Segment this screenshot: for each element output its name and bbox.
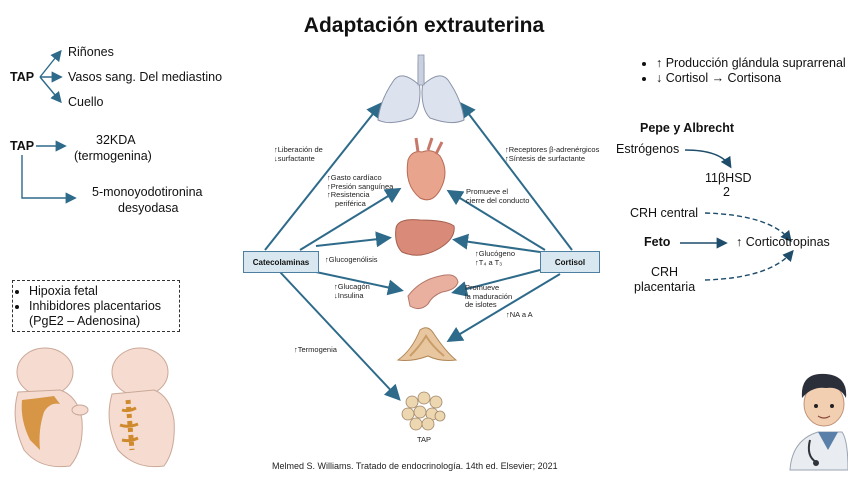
tap-illustration (401, 391, 446, 431)
citation: Melmed S. Williams. Tratado de endocrino… (272, 461, 558, 471)
crh-placentaria-line1: CRH (651, 265, 679, 279)
tap2-termogenina: (termogenina) (74, 149, 152, 163)
fetal-item-pge2: (PgE2 – Adenosina) (29, 314, 141, 328)
hsd-line2: 2 (723, 185, 730, 199)
label-adrenal-right: ↑NA a A (506, 310, 533, 319)
cortisol-box: Cortisol (540, 251, 600, 273)
tap2-kda: 32KDA (96, 133, 136, 147)
page-title: Adaptación extrauterina (303, 14, 545, 37)
lungs-illustration (377, 54, 465, 124)
label-pancreas-right: Promueve la maduración de islotes (465, 283, 513, 309)
pepe-albrecht-heading: Pepe y Albrecht (640, 121, 735, 135)
tap1-arrows (39, 49, 63, 104)
label-heart-right: Promueve el cierre del conducto (466, 187, 530, 205)
tap1-label: TAP (10, 70, 35, 84)
fetal-factors-box: Hipoxia fetal Inhibidores placentarios (… (12, 280, 180, 332)
tap1-target-vasos: Vasos sang. Del mediastino (68, 70, 223, 84)
right-flow-arrows (680, 149, 794, 281)
label-tap: TAP (417, 435, 432, 444)
tap1-target-rinones: Riñones (68, 45, 114, 59)
catecolaminas-box: Catecolaminas (243, 251, 319, 273)
baby-left-illustration (14, 347, 89, 468)
label-liver-left: ↑Glucogenólisis (325, 255, 378, 264)
corticotropinas-label: ↑ Corticotropinas (736, 235, 830, 249)
label-lung-left: ↑Liberación de ↓surfactante (274, 145, 323, 163)
fetal-item-hipoxia: Hipoxia fetal (29, 284, 179, 299)
crh-placentaria-line2: placentaria (634, 280, 696, 294)
tap2-arrows (21, 140, 77, 204)
cortisol-arrows (446, 101, 573, 343)
adrenal-illustration (396, 327, 458, 361)
feto-label: Feto (644, 235, 671, 249)
label-lung-right: ↑Receptores β-adrenérgicos ↑Síntesis de … (505, 145, 600, 163)
right-item-produccion: ↑ Producción glándula suprarrenal (656, 56, 848, 71)
label-termogenia: ↑Termogenia (294, 345, 337, 354)
tap2-enzyme-line1: 5-monoyodotironina (92, 185, 203, 199)
crh-central-label: CRH central (630, 206, 699, 220)
label-pancreas-left: ↑Glucagón ↓Insulina (334, 282, 370, 300)
catecolaminas-arrows (264, 101, 404, 401)
right-top-list: ↑ Producción glándula suprarrenal ↓ Cort… (628, 56, 848, 86)
tap2-label: TAP (10, 139, 35, 153)
tap2-enzyme-line2: desyodasa (118, 201, 179, 215)
liver-illustration (395, 219, 455, 256)
estrogenos-label: Estrógenos (616, 142, 680, 156)
pancreas-illustration (407, 274, 459, 310)
label-heart-left: ↑Gasto cardíaco ↑Presión sanguínea ↑Resi… (327, 173, 394, 208)
fetal-item-inhibidores: Inhibidores placentarios (29, 299, 179, 314)
hsd-line1: 11βHSD (705, 171, 752, 185)
label-liver-right: ↑Glucógeno ↑T₄ a T₃ (475, 249, 516, 267)
doctor-avatar-illustration (789, 373, 848, 471)
right-item-cortisol: ↓ Cortisol → Cortisona (656, 71, 848, 86)
tap1-target-cuello: Cuello (68, 95, 104, 109)
heart-illustration (406, 137, 446, 201)
baby-right-illustration (108, 347, 175, 468)
